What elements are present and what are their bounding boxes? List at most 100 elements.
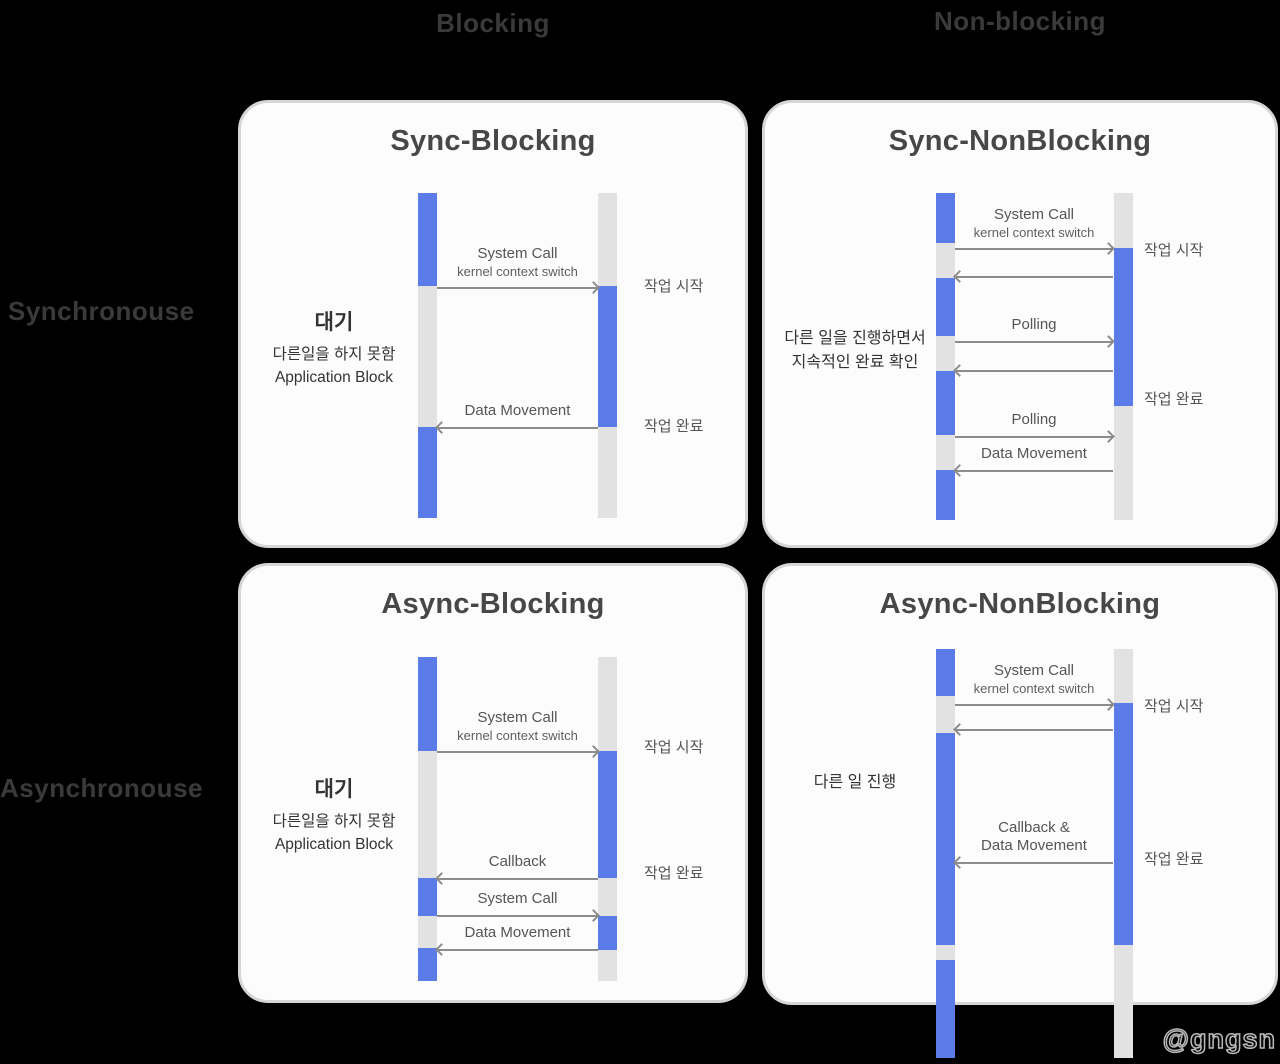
arrow-right-icon <box>955 341 1113 343</box>
card-sync-blocking: Sync-Blocking 대기 다른일을 하지 못함 Application … <box>238 100 748 548</box>
note-main: 대기 <box>314 311 354 334</box>
application-timeline-bar <box>936 649 955 1058</box>
bar-segment-active <box>936 733 955 945</box>
card-title: Async-NonBlocking <box>879 588 1161 620</box>
watermark: @gngsn <box>1162 1023 1276 1055</box>
bar-segment-idle <box>418 286 437 427</box>
message-label: Polling <box>1011 411 1057 429</box>
note-main: 대기 <box>314 778 354 801</box>
note-line: 다른일을 하지 못함 <box>272 813 396 830</box>
task-start-label: 작업 시작 <box>1144 698 1204 715</box>
bar-segment-active <box>418 193 437 286</box>
message-sublabel: kernel context switch <box>973 681 1095 697</box>
bar-segment-idle <box>1114 649 1133 703</box>
arrow-left-icon <box>955 370 1113 372</box>
bar-segment-active <box>936 960 955 1058</box>
note-line: 지속적인 완료 확인 <box>791 354 919 371</box>
message-label: System Call <box>993 206 1075 224</box>
bar-segment-idle <box>418 751 437 878</box>
arrow-right-icon <box>437 751 598 753</box>
bar-segment-idle <box>598 950 617 981</box>
card-async-nonblocking: Async-NonBlocking 다른 일 진행 System Call ke… <box>762 563 1278 1058</box>
bar-segment-idle <box>1114 945 1133 1058</box>
bar-segment-active <box>936 371 955 435</box>
arrow-left-icon <box>955 862 1113 864</box>
bar-segment-active <box>598 916 617 950</box>
task-done-label: 작업 완료 <box>644 865 704 882</box>
message-label: Polling <box>1011 316 1057 334</box>
note-line: Application Block <box>274 836 394 854</box>
bar-segment-active <box>418 427 437 518</box>
application-timeline-bar <box>418 193 437 518</box>
message-label: Callback & <box>998 818 1070 836</box>
axis-label-asynchronous: Asynchronouse <box>0 773 203 803</box>
bar-segment-active <box>418 878 437 916</box>
bar-segment-idle <box>418 916 437 948</box>
message-label: Data Movement <box>981 837 1087 855</box>
bar-segment-active <box>936 193 955 243</box>
task-start-label: 작업 시작 <box>1144 242 1204 259</box>
message-label: System Call <box>477 709 558 727</box>
bar-segment-idle <box>936 945 955 960</box>
bar-segment-active <box>1114 703 1133 945</box>
task-done-label: 작업 완료 <box>1144 851 1204 868</box>
message-label: Callback <box>488 853 547 871</box>
arrow-right-icon <box>955 704 1113 706</box>
arrow-left-icon <box>437 427 598 429</box>
bar-segment-active <box>598 751 617 878</box>
message-label: System Call <box>477 245 558 263</box>
arrow-left-icon <box>955 276 1113 278</box>
application-timeline-bar <box>936 193 955 520</box>
message-label: Data Movement <box>981 445 1087 463</box>
arrow-left-icon <box>437 949 598 951</box>
axis-label-synchronous: Synchronouse <box>8 296 195 326</box>
bar-segment-active <box>936 470 955 520</box>
arrow-left-icon <box>437 878 598 880</box>
task-done-label: 작업 완료 <box>644 418 704 435</box>
message-sublabel: kernel context switch <box>457 264 578 280</box>
card-sync-nonblocking: Sync-NonBlocking 다른 일을 진행하면서 지속적인 완료 확인 … <box>762 100 1278 548</box>
card-title: Sync-Blocking <box>390 125 596 157</box>
app-state-note: 다른 일을 진행하면서 지속적인 완료 확인 <box>775 327 935 375</box>
card-title: Async-Blocking <box>381 588 605 620</box>
arrow-right-icon <box>437 915 598 917</box>
note-line: 다른 일을 진행하면서 <box>784 330 926 347</box>
message-label: System Call <box>993 662 1075 680</box>
bar-segment-idle <box>1114 193 1133 248</box>
arrow-right-icon <box>437 287 598 289</box>
arrow-left-icon <box>955 470 1113 472</box>
card-async-blocking: Async-Blocking 대기 다른일을 하지 못함 Application… <box>238 563 748 1003</box>
app-state-note: 다른 일 진행 <box>775 771 935 795</box>
bar-segment-idle <box>936 435 955 470</box>
note-line: 다른일을 하지 못함 <box>272 346 396 363</box>
app-state-note: 대기 다른일을 하지 못함 Application Block <box>249 306 419 390</box>
bar-segment-active <box>418 948 437 981</box>
bar-segment-idle <box>1114 406 1133 520</box>
note-line: 다른 일 진행 <box>813 774 897 791</box>
bar-segment-active <box>1114 248 1133 406</box>
app-state-note: 대기 다른일을 하지 못함 Application Block <box>249 773 419 857</box>
message-sublabel: kernel context switch <box>973 225 1095 241</box>
message-sublabel: kernel context switch <box>457 728 578 744</box>
kernel-timeline-bar <box>1114 649 1133 1058</box>
card-title: Sync-NonBlocking <box>888 125 1152 157</box>
task-done-label: 작업 완료 <box>1144 391 1204 408</box>
axis-label-blocking: Blocking <box>436 8 550 38</box>
bar-segment-idle <box>598 427 617 518</box>
bar-segment-active <box>598 286 617 427</box>
kernel-timeline-bar <box>598 657 617 981</box>
arrow-right-icon <box>955 436 1113 438</box>
bar-segment-active <box>936 278 955 336</box>
arrow-right-icon <box>955 248 1113 250</box>
task-start-label: 작업 시작 <box>644 278 704 295</box>
application-timeline-bar <box>418 657 437 981</box>
task-start-label: 작업 시작 <box>644 739 704 756</box>
bar-segment-active <box>936 649 955 696</box>
bar-segment-idle <box>936 696 955 733</box>
arrow-left-icon <box>955 729 1113 731</box>
bar-segment-active <box>418 657 437 751</box>
message-label: System Call <box>477 890 558 908</box>
bar-segment-idle <box>936 243 955 278</box>
note-line: Application Block <box>274 369 394 387</box>
